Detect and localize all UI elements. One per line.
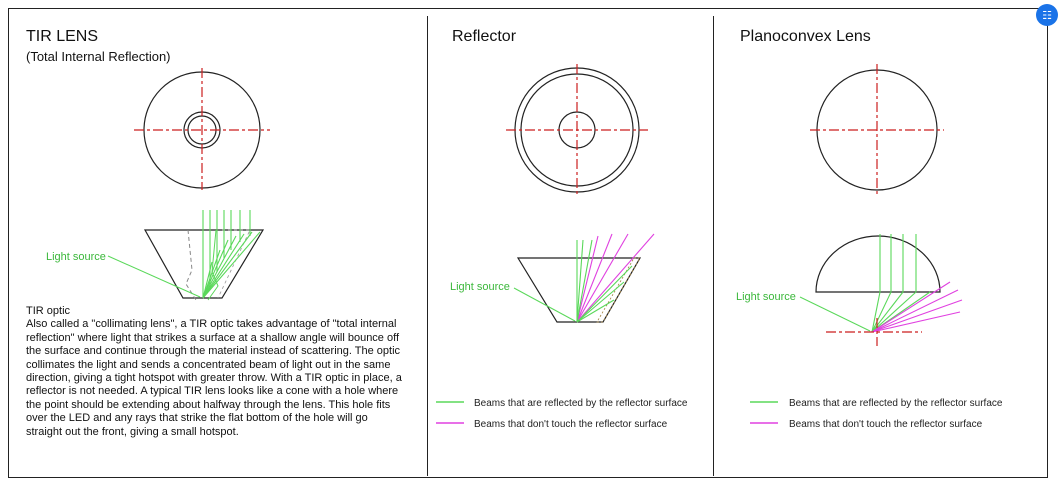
planoconvex-legend-reflected: Beams that are reflected by the reflecto… bbox=[789, 398, 1003, 409]
planoconvex-direct-beams bbox=[871, 281, 963, 333]
translate-icon[interactable]: ☷ bbox=[1036, 4, 1058, 26]
reflector-reflected-beams bbox=[576, 239, 633, 323]
tir-side-view bbox=[107, 210, 265, 301]
tir-description-heading: TIR optic bbox=[26, 305, 71, 317]
diagram-frame bbox=[8, 8, 1048, 478]
tir-beams bbox=[202, 210, 261, 299]
tir-hole-hidden-line bbox=[185, 229, 197, 301]
panel-divider-2 bbox=[713, 16, 714, 476]
planoconvex-legend-not-touching: Beams that don't touch the reflector sur… bbox=[789, 419, 983, 430]
reflector-side-view bbox=[513, 233, 655, 323]
tir-panel-title: TIR LENS bbox=[26, 28, 99, 45]
centerlines bbox=[134, 64, 944, 196]
tir-light-source-label: Light source bbox=[46, 251, 106, 263]
reflector-light-source-label: Light source bbox=[450, 281, 510, 293]
tir-panel-subtitle: (Total Internal Reflection) bbox=[26, 49, 171, 64]
tir-description: TIR optic Also called a "collimating len… bbox=[26, 305, 406, 439]
planoconvex-light-source-label: Light source bbox=[736, 291, 796, 303]
planoconvex-side-view bbox=[799, 234, 963, 346]
legend-swatches bbox=[436, 401, 778, 424]
reflector-direct-beams bbox=[576, 233, 655, 323]
panel-divider-1 bbox=[427, 16, 428, 476]
tir-description-body: Also called a "collimating lens", a TIR … bbox=[26, 318, 402, 438]
tir-light-source-leader bbox=[107, 255, 201, 298]
reflector-light-source-leader bbox=[513, 287, 576, 322]
reflector-cup-outline bbox=[516, 257, 642, 323]
planoconvex-panel-title: Planoconvex Lens bbox=[740, 28, 871, 45]
reflector-legend-reflected: Beams that are reflected by the reflecto… bbox=[474, 398, 688, 409]
planoconvex-lens-outline bbox=[815, 235, 941, 293]
reflector-panel-title: Reflector bbox=[452, 28, 517, 45]
reflector-legend-not-touching: Beams that don't touch the reflector sur… bbox=[474, 419, 668, 430]
planoconvex-light-source-leader bbox=[799, 296, 871, 332]
